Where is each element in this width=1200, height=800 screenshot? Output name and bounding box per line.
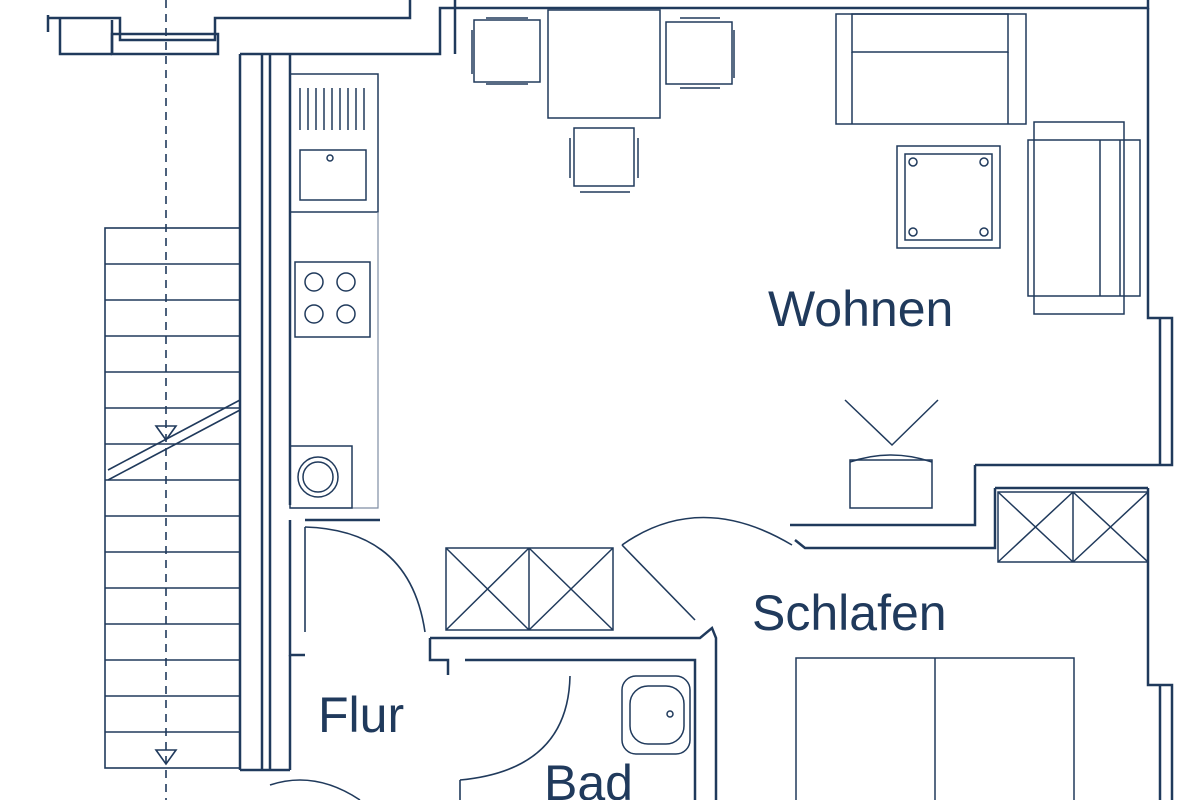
bed (795, 657, 1075, 800)
kitchen (289, 73, 379, 509)
room-label-bad: Bad (544, 755, 633, 800)
room-label-flur: Flur (318, 687, 404, 743)
room-label-wohnen: Wohnen (768, 281, 953, 337)
room-label-schlafen: Schlafen (752, 585, 947, 641)
walls (46, 0, 1174, 800)
doors (269, 516, 793, 800)
staircase (104, 0, 241, 800)
living-furniture (835, 13, 1141, 509)
dining-set (471, 9, 735, 193)
bathroom-sink (621, 675, 691, 755)
storage-units (445, 491, 1149, 631)
